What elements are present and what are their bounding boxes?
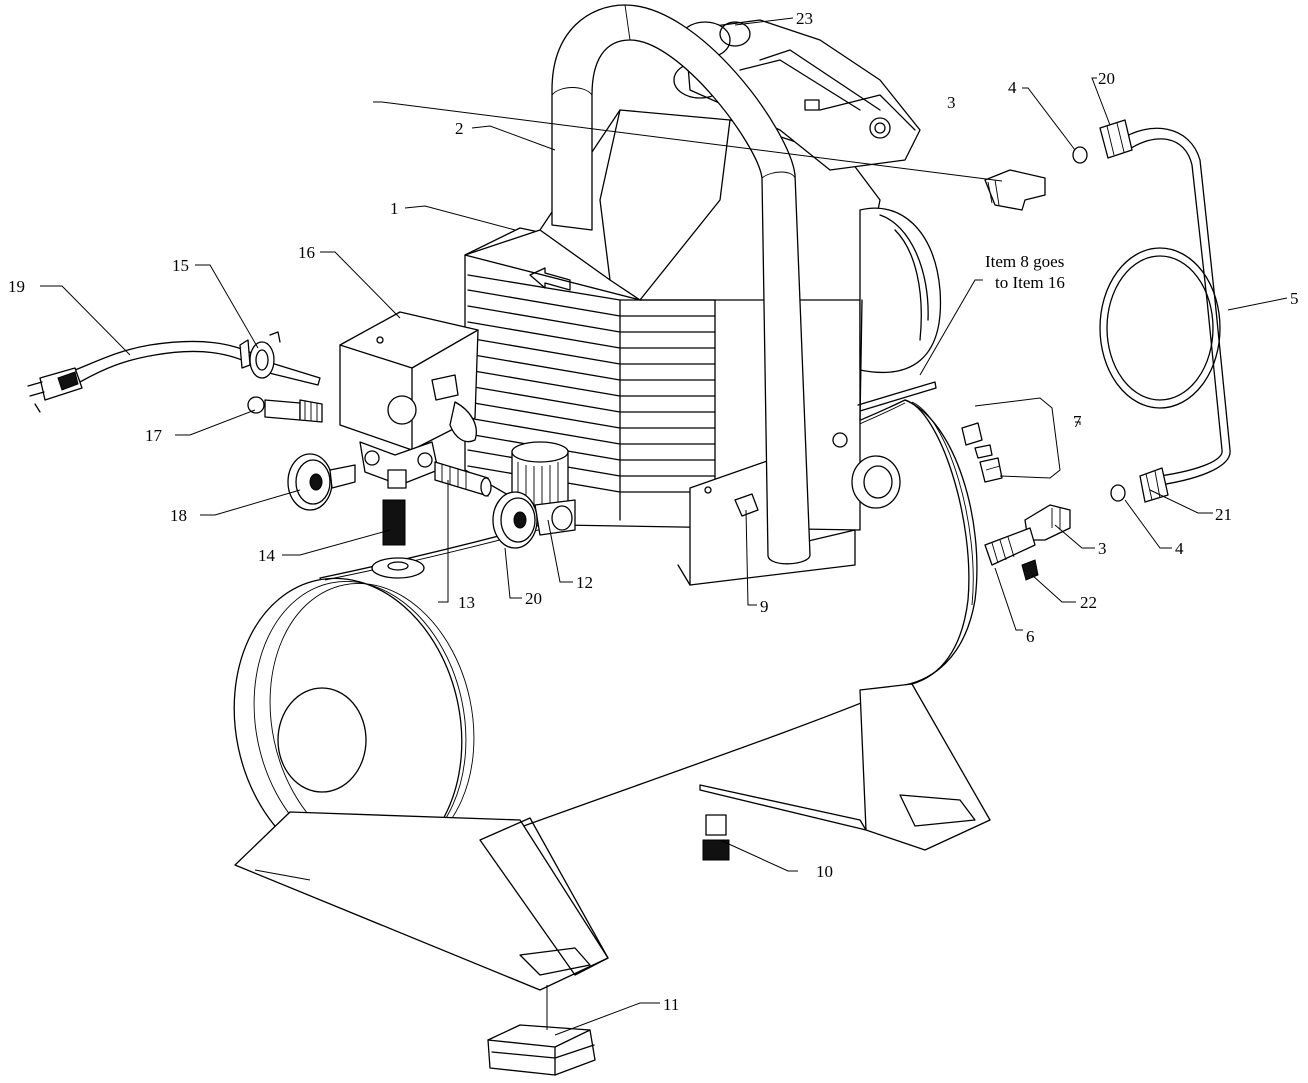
callout-19: 19 (8, 277, 25, 296)
callout-1: 1 (390, 199, 399, 218)
callout-3-top: 3 (947, 93, 956, 112)
safety-valve (247, 396, 323, 423)
callout-20-top: 20 (1098, 69, 1115, 88)
callout-22: 22 (1080, 593, 1097, 612)
callout-5: 5 (1290, 289, 1299, 308)
callout-16: 16 (298, 243, 315, 262)
gauge-18 (287, 453, 356, 511)
callout-3-bottom: 3 (1098, 539, 1107, 558)
leader-lines (40, 17, 1288, 1036)
gauge-21 (492, 491, 538, 549)
callout-9: 9 (760, 597, 769, 616)
callout-12: 12 (576, 573, 593, 592)
callout-20-bottom: 21 (1215, 505, 1232, 524)
callout-18: 18 (170, 506, 187, 525)
outlet-fittings (851, 119, 1231, 581)
carry-handle (551, 4, 811, 565)
callout-2: 2 (455, 119, 464, 138)
callout-21: 20 (525, 589, 542, 608)
note-line-1: Item 8 goes (985, 252, 1064, 271)
pipe-nipple-14 (371, 499, 425, 579)
callout-4-bottom: 4 (1175, 539, 1184, 558)
routing-note: Item 8 goes to Item 16 (985, 252, 1065, 292)
note-line-2: to Item 16 (995, 273, 1065, 292)
callout-7: 7 (1073, 412, 1082, 431)
callout-14: 14 (258, 546, 276, 565)
callout-labels: 23 2 1 3 4 20 5 7 21 4 3 22 6 9 10 11 12… (8, 9, 1299, 1014)
drain-valve (702, 814, 730, 861)
pipe-nipple-13 (434, 461, 492, 497)
callout-17: 17 (145, 426, 163, 445)
callout-15: 15 (172, 256, 189, 275)
callout-13: 13 (458, 593, 475, 612)
rubber-foot (487, 1024, 596, 1076)
callout-23: 23 (796, 9, 813, 28)
pressure-switch (339, 311, 479, 489)
callout-6: 6 (1026, 627, 1035, 646)
power-cord (27, 331, 321, 413)
callout-4-top: 4 (1008, 78, 1017, 97)
tank-feet (234, 683, 991, 991)
callout-10: 10 (816, 862, 833, 881)
callout-11: 11 (663, 995, 679, 1014)
